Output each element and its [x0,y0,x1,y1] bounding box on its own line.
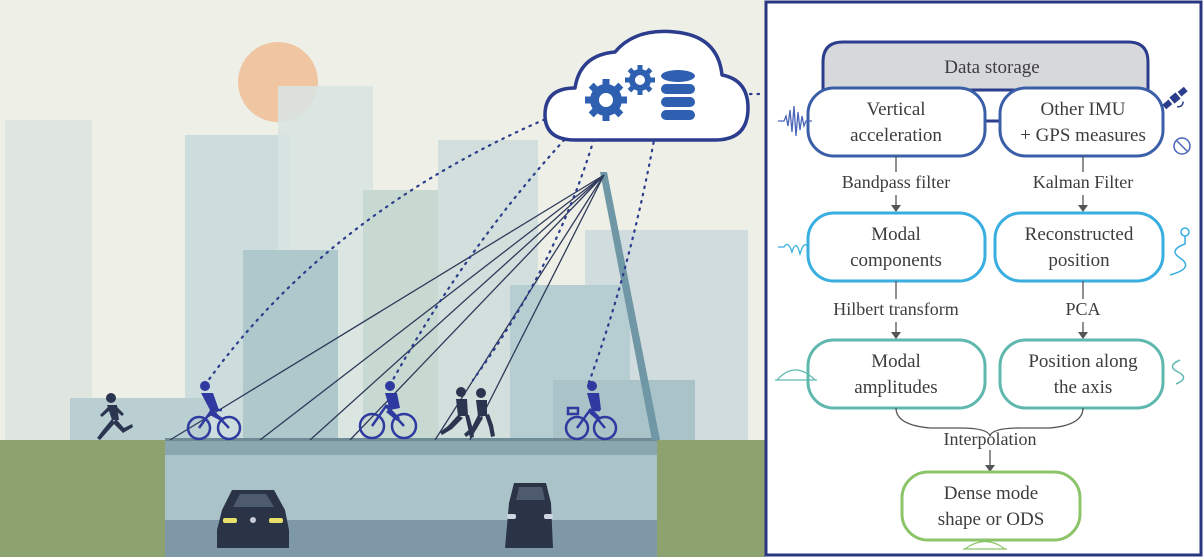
node-vertical-acceleration: Vertical acceleration [806,86,987,158]
node-line: + GPS measures [1020,125,1146,146]
axis-curve-icon [1171,359,1185,385]
node-line: shape or ODS [938,509,1045,530]
node-dense-mode-shape: Dense mode shape or ODS [900,470,1082,542]
node-line: Modal [871,351,921,372]
amplitude-curve-icon [775,369,817,381]
node-line: Position along [1028,351,1138,372]
car [217,490,289,548]
grass-left [0,440,165,557]
mode-shape-icon [963,540,1007,550]
node-modal-amplitudes: Modal amplitudes [806,338,987,410]
step-bandpass-filter: Bandpass filter [842,172,950,192]
data-storage-block: Data storage [821,40,1150,92]
cyclist [564,381,618,441]
node-other-imu: Other IMU + GPS measures [998,86,1165,158]
step-interpolation: Interpolation [944,429,1037,449]
runner [440,387,474,438]
gear-icon [625,65,655,95]
node-line: position [1048,250,1110,271]
grass-right [657,440,765,557]
step-pca: PCA [1065,299,1100,319]
node-reconstructed-position: Reconstructed position [993,211,1165,283]
city-scene [0,0,766,557]
cyclist [186,381,242,441]
gear-icon [585,79,627,121]
node-line: Dense mode [944,483,1038,504]
node-line: the axis [1054,377,1113,398]
database-icon [661,70,695,120]
cloud [543,29,750,142]
node-line: Modal [871,224,921,245]
node-line: Other IMU [1041,99,1126,120]
node-line: components [850,250,942,271]
bridge-deck [165,438,657,455]
node-position-along-axis: Position along the axis [998,338,1165,410]
no-gps-icon [1173,137,1191,155]
node-line: Vertical [866,99,925,120]
step-hilbert-transform: Hilbert transform [833,299,958,319]
node-line: acceleration [850,125,942,146]
pickup-truck [505,483,553,548]
satellite-icon [1162,86,1188,110]
node-line: Reconstructed [1025,224,1134,245]
wave-icon [778,243,809,257]
node-line: amplitudes [854,377,937,398]
path-icon [1169,227,1190,276]
node-modal-components: Modal components [806,211,987,283]
step-kalman-filter: Kalman Filter [1033,172,1133,192]
runner [464,388,495,437]
runner [97,393,133,440]
vibration-signal-icon [778,105,812,137]
flowchart-panel: Data storage Vertical acceleration Other… [764,0,1203,557]
bridge-pylon [600,172,660,440]
data-links [203,92,766,387]
cyclist [358,381,418,440]
data-storage-label: Data storage [944,57,1039,78]
